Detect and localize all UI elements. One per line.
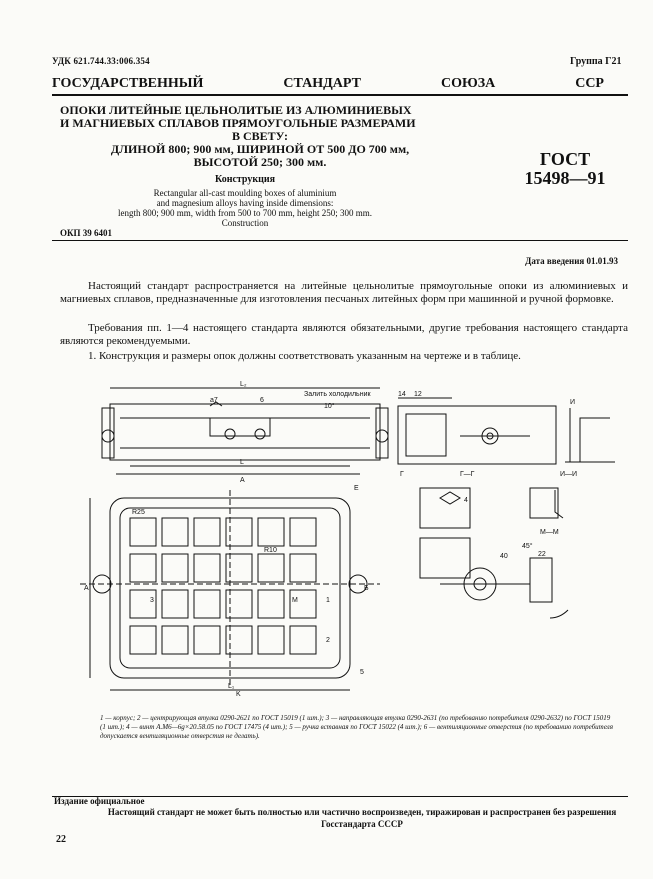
- technical-drawing: Залить холодильник L₂ L A L₁ K E Б А R25…: [80, 381, 615, 698]
- label-A: A: [240, 477, 245, 484]
- english-line-4: Construction: [221, 218, 269, 228]
- detail-views: [419, 487, 569, 619]
- intro-date: Дата введения 01.01.93: [525, 256, 618, 266]
- label-section-mm: М—М: [540, 529, 559, 536]
- label-45deg: 45°: [522, 542, 533, 550]
- drawing-notes: 1 — корпус; 2 — центрирующая втулка 0290…: [100, 714, 613, 740]
- label-2: 2: [326, 637, 330, 644]
- label-L2: L₂: [240, 381, 247, 388]
- label-chill: Залить холодильник: [304, 391, 371, 398]
- title-line-3: В СВЕТУ:: [231, 129, 289, 143]
- label-section-ii: И—И: [560, 471, 577, 478]
- label-14: 14: [398, 391, 406, 398]
- label-G: Г: [400, 471, 404, 478]
- banner-word-2: СТАНДАРТ: [283, 76, 361, 91]
- label-R25: R25: [132, 509, 145, 516]
- label-5: 5: [360, 669, 364, 676]
- group-code: Группа Г21: [570, 56, 622, 67]
- label-22: 22: [538, 551, 546, 558]
- label-I: И: [570, 399, 575, 406]
- banner-word-4: ССР: [575, 76, 604, 91]
- title-line-2: И МАГНИЕВЫХ СПЛАВОВ ПРЯМОУГОЛЬНЫЕ РАЗМЕР…: [60, 116, 416, 130]
- document-title: ОПОКИ ЛИТЕЙНЫЕ ЦЕЛЬНОЛИТЫЕ ИЗ АЛЮМИНИЕВЫ…: [60, 104, 460, 169]
- state-standard-banner: ГОСУДАРСТВЕННЫЙ СТАНДАРТ СОЮЗА ССР: [52, 76, 604, 92]
- paragraph-requirements: Требования пп. 1—4 настоящего стандарта …: [60, 322, 628, 347]
- top-rule: [52, 94, 628, 96]
- okp-code: ОКП 39 6401: [60, 228, 113, 238]
- gost-label: ГОСТ: [539, 149, 591, 169]
- title-rule: [52, 240, 628, 241]
- banner-word-3: СОЮЗА: [440, 76, 496, 91]
- title-line-1: ОПОКИ ЛИТЕЙНЫЕ ЦЕЛЬНОЛИТЫЕ ИЗ АЛЮМИНИЕВЫ…: [60, 103, 412, 117]
- label-40: 40: [500, 553, 508, 560]
- paragraph-construction: 1. Конструкция и размеры опок должны соо…: [88, 350, 521, 362]
- label-1: 1: [326, 597, 330, 604]
- gost-number-block: ГОСТ 15498—91: [520, 150, 610, 188]
- label-6: 6: [260, 397, 264, 404]
- english-title: Rectangular all-cast moulding boxes of a…: [60, 188, 430, 228]
- official-edition: Издание официальное: [54, 796, 145, 806]
- side-view: [101, 387, 389, 475]
- label-a7: а7: [210, 397, 218, 404]
- label-R10: R10: [264, 547, 277, 554]
- label-10deg: 10°: [324, 402, 335, 410]
- label-3: 3: [150, 597, 154, 604]
- footer-rule: [52, 796, 628, 797]
- gost-number: 15498—91: [524, 168, 606, 188]
- english-line-2: and magnesium alloys having inside dimen…: [156, 198, 334, 208]
- section-gg: [397, 397, 557, 465]
- page-number: 22: [56, 834, 66, 845]
- copyright-notice: Настоящий стандарт не может быть полност…: [107, 807, 617, 829]
- english-line-3: length 800; 900 mm, width from 500 to 70…: [118, 208, 372, 218]
- title-line-5: ВЫСОТОЙ 250; 300 мм.: [193, 155, 327, 169]
- label-12: 12: [414, 391, 422, 398]
- title-line-4: ДЛИНОЙ 800; 900 мм, ШИРИНОЙ ОТ 500 ДО 70…: [110, 142, 410, 156]
- paragraph-scope: Настоящий стандарт распространяется на л…: [60, 280, 628, 305]
- label-K: K: [236, 691, 241, 698]
- subtitle: Конструкция: [214, 174, 276, 185]
- label-A-side: А: [84, 585, 89, 592]
- label-B: Б: [364, 585, 369, 592]
- label-E: E: [354, 485, 359, 492]
- english-line-1: Rectangular all-cast moulding boxes of a…: [153, 188, 337, 198]
- plan-view: [80, 490, 380, 691]
- label-L: L: [240, 459, 244, 466]
- label-section-gg: Г—Г: [460, 471, 475, 478]
- label-L1: L₁: [228, 683, 235, 690]
- banner-word-1: ГОСУДАРСТВЕННЫЙ: [52, 76, 204, 91]
- section-ii: [565, 408, 615, 463]
- udk-code: УДК 621.744.33:006.354: [52, 56, 150, 66]
- label-M: М: [292, 597, 298, 604]
- label-4: 4: [464, 497, 468, 504]
